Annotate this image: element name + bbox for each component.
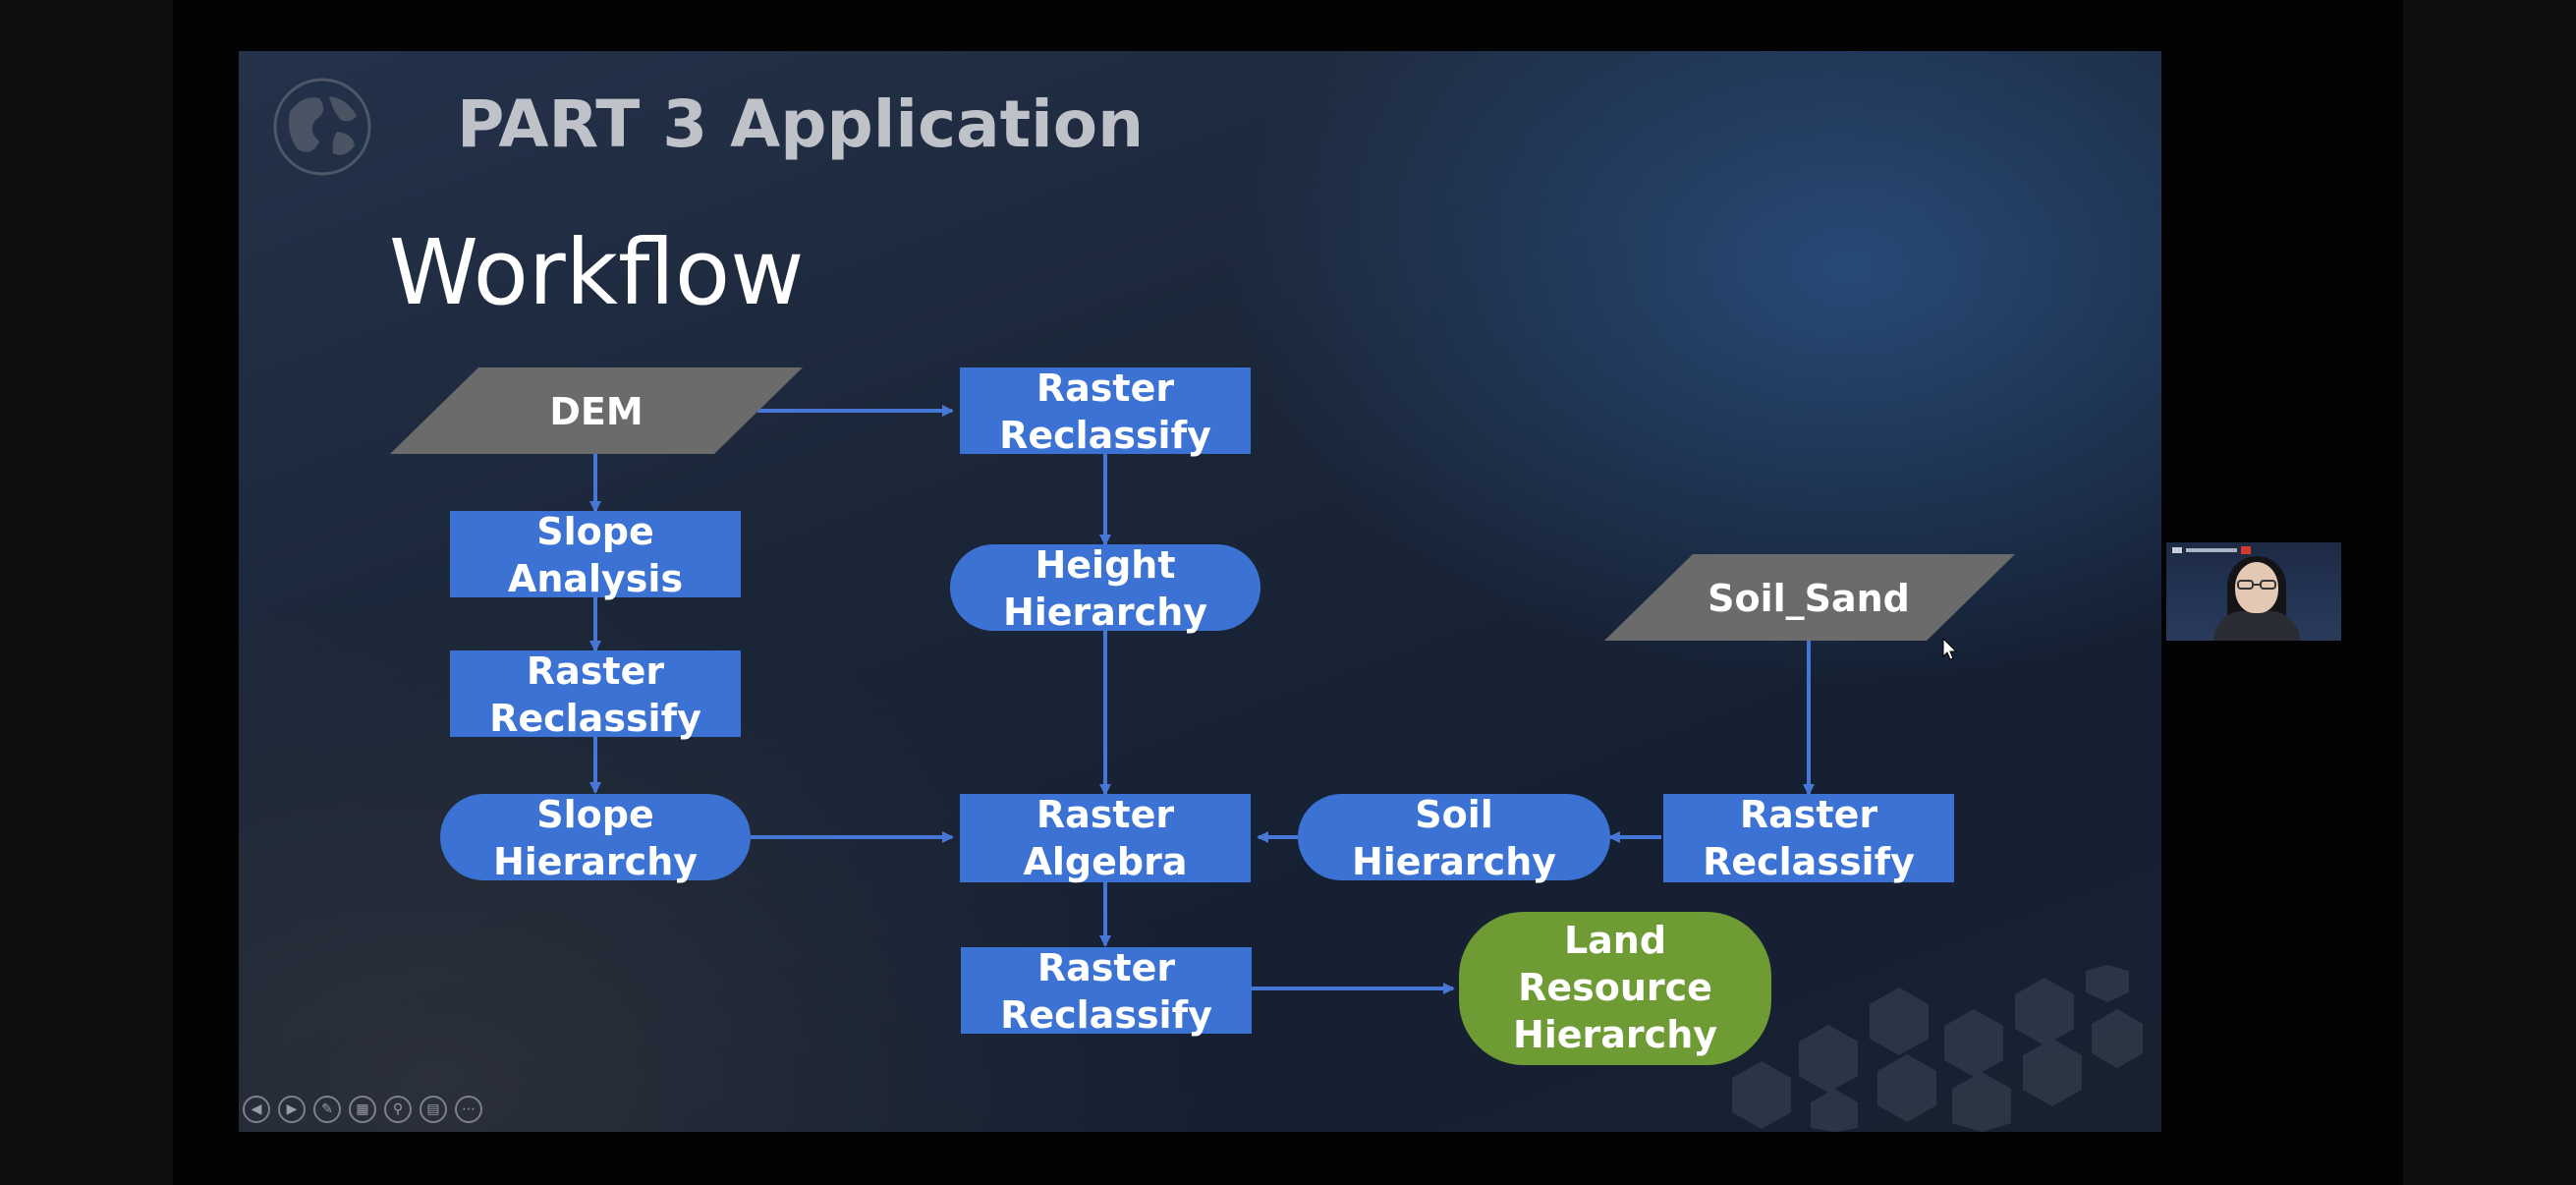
- svg-text:Raster: Raster: [527, 649, 664, 693]
- raster-reclassify-right-node: Raster Reclassify: [1663, 793, 1954, 883]
- svg-text:Raster: Raster: [1740, 793, 1877, 836]
- decorative-hexagons: [1732, 965, 2143, 1132]
- previous-icon[interactable]: ◀: [243, 1096, 270, 1123]
- soil-sand-node: Soil_Sand: [1604, 554, 2015, 641]
- svg-text:Height: Height: [1035, 543, 1175, 587]
- slope-hierarchy-node: Slope Hierarchy: [440, 793, 751, 883]
- height-hierarchy-node: Height Hierarchy: [950, 543, 1260, 634]
- slides-icon[interactable]: ▦: [349, 1096, 376, 1123]
- globe-icon: [273, 78, 371, 176]
- svg-text:Reclassify: Reclassify: [489, 697, 701, 740]
- raster-algebra-node: Raster Algebra: [960, 793, 1251, 883]
- raster-reclassify-bottom-node: Raster Reclassify: [961, 946, 1252, 1037]
- svg-text:Slope: Slope: [536, 510, 653, 553]
- svg-text:Raster: Raster: [1036, 793, 1174, 836]
- slide-title: PART 3 Application: [457, 86, 1145, 162]
- svg-text:Soil: Soil: [1415, 793, 1493, 836]
- svg-text:DEM: DEM: [549, 390, 643, 433]
- presenter-body: [2213, 611, 2300, 641]
- dem-node: DEM: [390, 367, 803, 454]
- raster-reclassify-top-node: Raster Reclassify: [960, 367, 1251, 457]
- presentation-slide: PART 3 Application Workflow: [239, 51, 2161, 1132]
- svg-text:Raster: Raster: [1037, 946, 1175, 989]
- subtitle-icon[interactable]: ▤: [420, 1096, 447, 1123]
- slope-analysis-node: Slope Analysis: [450, 510, 741, 600]
- svg-text:Raster: Raster: [1036, 367, 1174, 410]
- right-margin: [2403, 0, 2576, 1185]
- zoom-icon[interactable]: ⚲: [384, 1096, 412, 1123]
- svg-text:Soil_Sand: Soil_Sand: [1708, 577, 1910, 620]
- svg-text:Reclassify: Reclassify: [1703, 840, 1915, 883]
- glasses-icon: [2237, 580, 2276, 590]
- svg-text:Hierarchy: Hierarchy: [1003, 591, 1207, 634]
- presenter-webcam[interactable]: [2166, 542, 2341, 641]
- svg-text:Reclassify: Reclassify: [999, 414, 1211, 457]
- workflow-heading: Workflow: [389, 220, 805, 325]
- webcam-logo: [2172, 546, 2251, 554]
- slideshow-toolbar: ◀ ▶ ✎ ▦ ⚲ ▤ ⋯: [243, 1095, 482, 1124]
- svg-text:Algebra: Algebra: [1024, 840, 1188, 883]
- svg-text:Hierarchy: Hierarchy: [493, 840, 698, 883]
- land-resource-hierarchy-node: Land Resource Hierarchy: [1459, 912, 1771, 1065]
- pen-icon[interactable]: ✎: [313, 1096, 341, 1123]
- svg-text:Reclassify: Reclassify: [1000, 993, 1212, 1037]
- svg-text:Hierarchy: Hierarchy: [1513, 1013, 1717, 1056]
- more-icon[interactable]: ⋯: [455, 1096, 482, 1123]
- workflow-diagram: DEM Raster Reclassify Slope Analysis Hei…: [390, 367, 2015, 1065]
- mouse-cursor-icon: [1942, 638, 1958, 660]
- svg-text:Analysis: Analysis: [508, 557, 683, 600]
- workflow-arrows: [589, 405, 1815, 994]
- svg-text:Hierarchy: Hierarchy: [1352, 840, 1556, 883]
- svg-text:Slope: Slope: [536, 793, 653, 836]
- left-margin: [0, 0, 173, 1185]
- raster-reclassify-left-node: Raster Reclassify: [450, 649, 741, 740]
- soil-hierarchy-node: Soil Hierarchy: [1298, 793, 1610, 883]
- next-icon[interactable]: ▶: [278, 1096, 306, 1123]
- svg-text:Land: Land: [1564, 919, 1666, 962]
- svg-text:Resource: Resource: [1518, 966, 1712, 1009]
